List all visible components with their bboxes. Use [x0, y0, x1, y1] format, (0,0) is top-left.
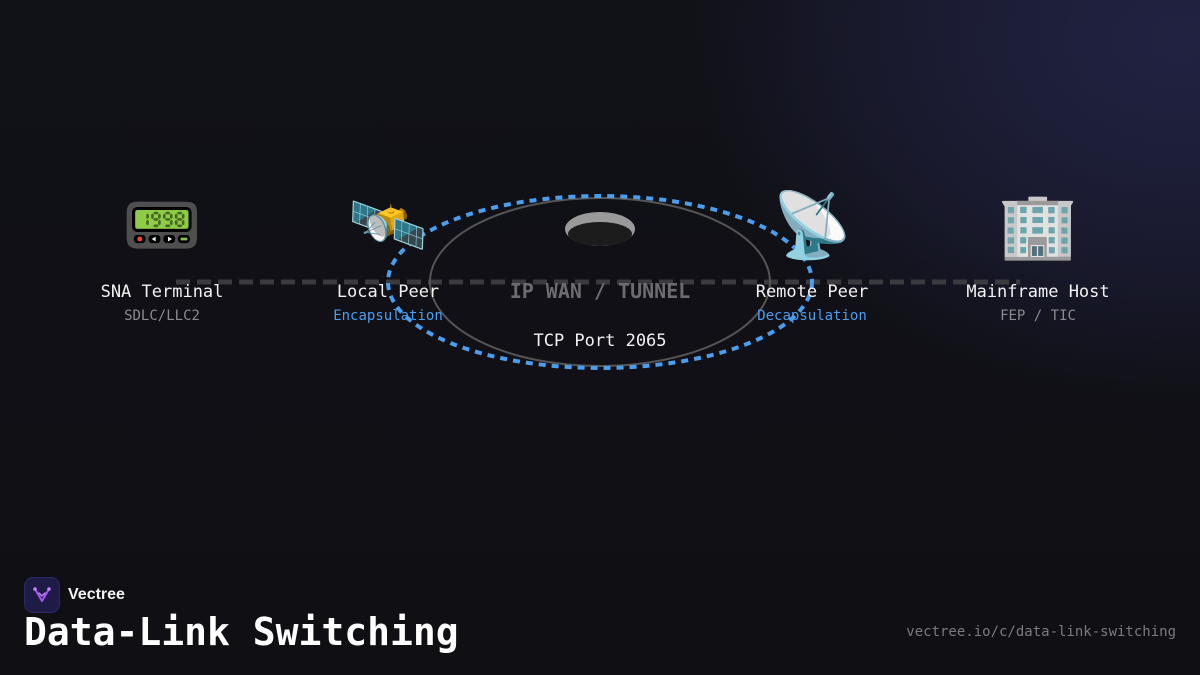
brand[interactable]: Vectree — [24, 577, 125, 613]
node-subtitle: SDLC/LLC2 — [124, 308, 200, 324]
node-mainframe-host: 🏢 Mainframe Host FEP / TIC — [938, 190, 1138, 324]
port-label: TCP Port 2065 — [533, 331, 667, 351]
vectree-logo-icon — [24, 577, 60, 613]
node-sna-terminal: 📟 SNA Terminal SDLC/LLC2 — [62, 190, 262, 324]
node-title: Local Peer — [336, 282, 440, 302]
node-subtitle: Decapsulation — [757, 308, 867, 324]
page-url[interactable]: vectree.io/c/data-link-switching — [906, 624, 1176, 640]
node-title: Mainframe Host — [966, 282, 1110, 302]
satellite-icon: 🛰️ — [348, 189, 428, 263]
node-title: Remote Peer — [755, 282, 869, 302]
page-title: Data-Link Switching — [24, 610, 459, 654]
hole-icon — [565, 212, 635, 246]
brand-name: Vectree — [68, 586, 125, 603]
node-local-peer: 🛰️ Local Peer Encapsulation — [288, 190, 488, 324]
node-title: SNA Terminal — [100, 282, 224, 302]
tunnel-path — [386, 194, 814, 370]
node-remote-peer: 📡 Remote Peer Decapsulation — [712, 190, 912, 324]
node-subtitle: Encapsulation — [333, 308, 443, 324]
node-subtitle: FEP / TIC — [1000, 308, 1076, 324]
office-building-icon: 🏢 — [998, 189, 1078, 263]
satellite-antenna-icon: 📡 — [772, 189, 852, 263]
wan-label: IP WAN / TUNNEL — [509, 279, 691, 303]
pager-icon: 📟 — [122, 189, 202, 263]
